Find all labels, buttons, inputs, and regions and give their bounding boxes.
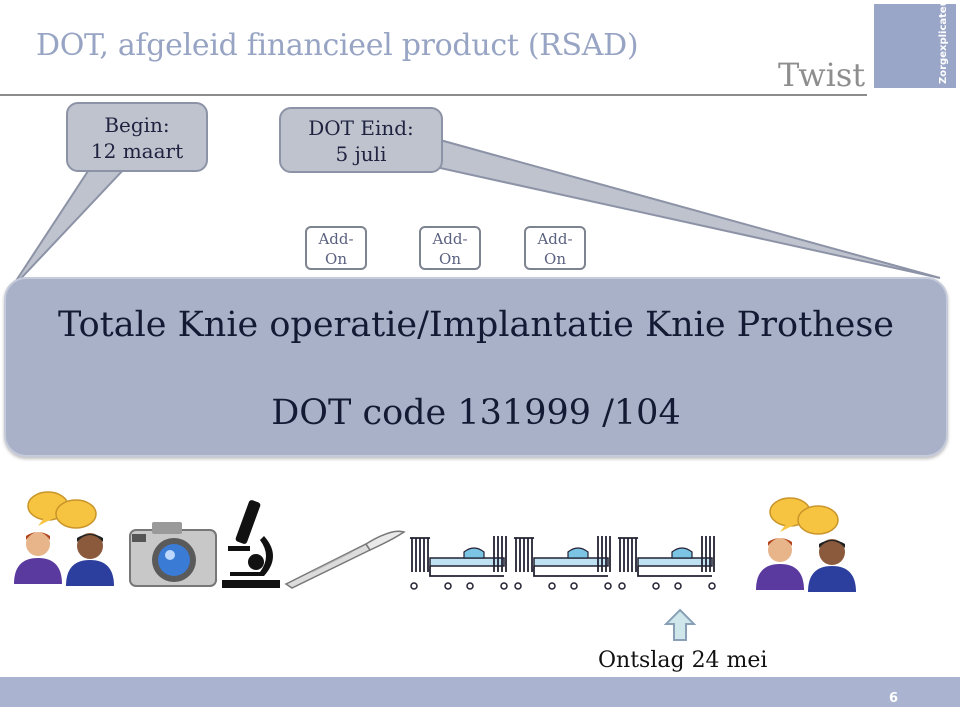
footer-bar (0, 677, 960, 707)
addon-box-3: Add- On (524, 226, 586, 270)
end-callout-tail (439, 138, 941, 279)
addon-label-line1: Add- (537, 230, 573, 248)
hospital-bed-2 (514, 536, 612, 590)
camera-icon (129, 522, 217, 587)
hospital-bed-3 (618, 536, 716, 590)
up-arrow-icon (664, 608, 696, 641)
page-number: 6 (888, 691, 898, 706)
addon-label-line2: On (439, 250, 461, 268)
addon-box-2: Add- On (419, 226, 481, 270)
hospital-bed-1 (410, 536, 508, 590)
addon-label-line2: On (544, 250, 566, 268)
addon-label-line1: Add- (432, 230, 468, 248)
hospital-beds-icon (410, 536, 716, 590)
addon-label-line2: On (325, 250, 347, 268)
begin-callout-line1: Begin: (104, 113, 170, 137)
title-divider (0, 94, 867, 96)
addon-label-line1: Add- (318, 230, 354, 248)
addon-box-1: Add- On (305, 226, 367, 270)
brand-sidebox (874, 4, 956, 88)
begin-callout: Begin: 12 maart (66, 102, 208, 172)
dot-code: DOT code 131999 /104 (271, 393, 681, 433)
dot-procedure-title: Totale Knie operatie/Implantatie Knie Pr… (57, 305, 895, 345)
end-callout-line1: DOT Eind: (308, 116, 414, 140)
begin-callout-tail (9, 167, 128, 291)
begin-callout-line2: 12 maart (90, 139, 184, 163)
dot-main-box: Totale Knie operatie/Implantatie Knie Pr… (4, 277, 948, 457)
followup-consultation-people-icon (756, 497, 856, 592)
discharge-label: Ontslag 24 mei (598, 648, 768, 673)
slide-title: DOT, afgeleid financieel product (RSAD) (36, 28, 639, 63)
consultation-people-icon (14, 491, 114, 586)
twist-logo: Twist (778, 56, 866, 94)
end-callout-line2: 5 juli (335, 142, 387, 166)
end-callout: DOT Eind: 5 juli (279, 107, 443, 173)
scalpel-icon (284, 530, 406, 589)
microscope-icon (222, 500, 280, 588)
